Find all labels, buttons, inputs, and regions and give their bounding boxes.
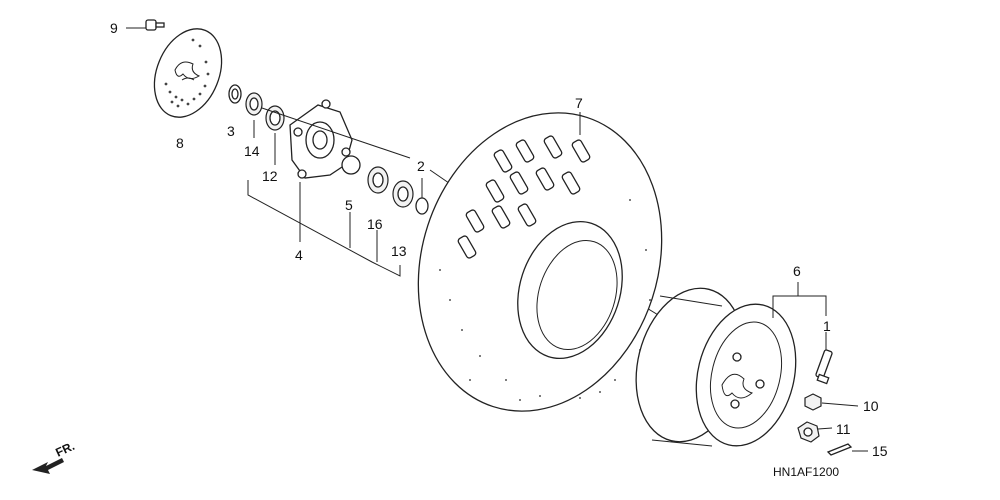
diagram-code: HN1AF1200 [773, 465, 839, 479]
callout-9: 9 [110, 20, 118, 36]
callout-15: 15 [872, 443, 888, 459]
callout-8: 8 [176, 135, 184, 151]
wheel-hub-part-4 [289, 99, 353, 179]
wheel-rim-part-6 [635, 287, 797, 447]
valve-stem-part-1 [815, 349, 833, 385]
bolt-part-9 [145, 19, 165, 31]
callout-7: 7 [575, 95, 583, 111]
seal-part-13 [392, 180, 414, 208]
callout-6: 6 [793, 263, 801, 279]
callout-13: 13 [391, 243, 407, 259]
front-direction-arrow [32, 458, 64, 474]
callout-14: 14 [244, 143, 260, 159]
callout-1: 1 [823, 318, 831, 334]
callout-labels: 1 2 3 4 5 6 7 8 9 10 11 12 13 14 15 16 [110, 20, 888, 459]
callout-10: 10 [863, 398, 879, 414]
callout-11: 11 [836, 421, 851, 437]
front-direction-label: FR. [53, 439, 76, 460]
brake-disc-part-8 [153, 28, 223, 118]
callout-16: 16 [367, 216, 383, 232]
callout-4: 4 [295, 247, 303, 263]
collar-part-2 [415, 197, 429, 215]
bearing-part-12 [265, 105, 285, 131]
callout-3: 3 [227, 123, 235, 139]
castle-nut-part-11 [797, 421, 820, 443]
seal-part-14 [245, 92, 263, 116]
spacer-part-5 [341, 155, 361, 175]
bearing-part-16 [367, 166, 389, 194]
nut-part-10 [804, 393, 822, 411]
collar-part-3 [228, 84, 242, 104]
callout-2: 2 [417, 158, 425, 174]
tire-part-7 [417, 112, 663, 412]
callout-5: 5 [345, 197, 353, 213]
callout-12: 12 [262, 168, 278, 184]
cotter-pin-part-15 [826, 443, 853, 456]
